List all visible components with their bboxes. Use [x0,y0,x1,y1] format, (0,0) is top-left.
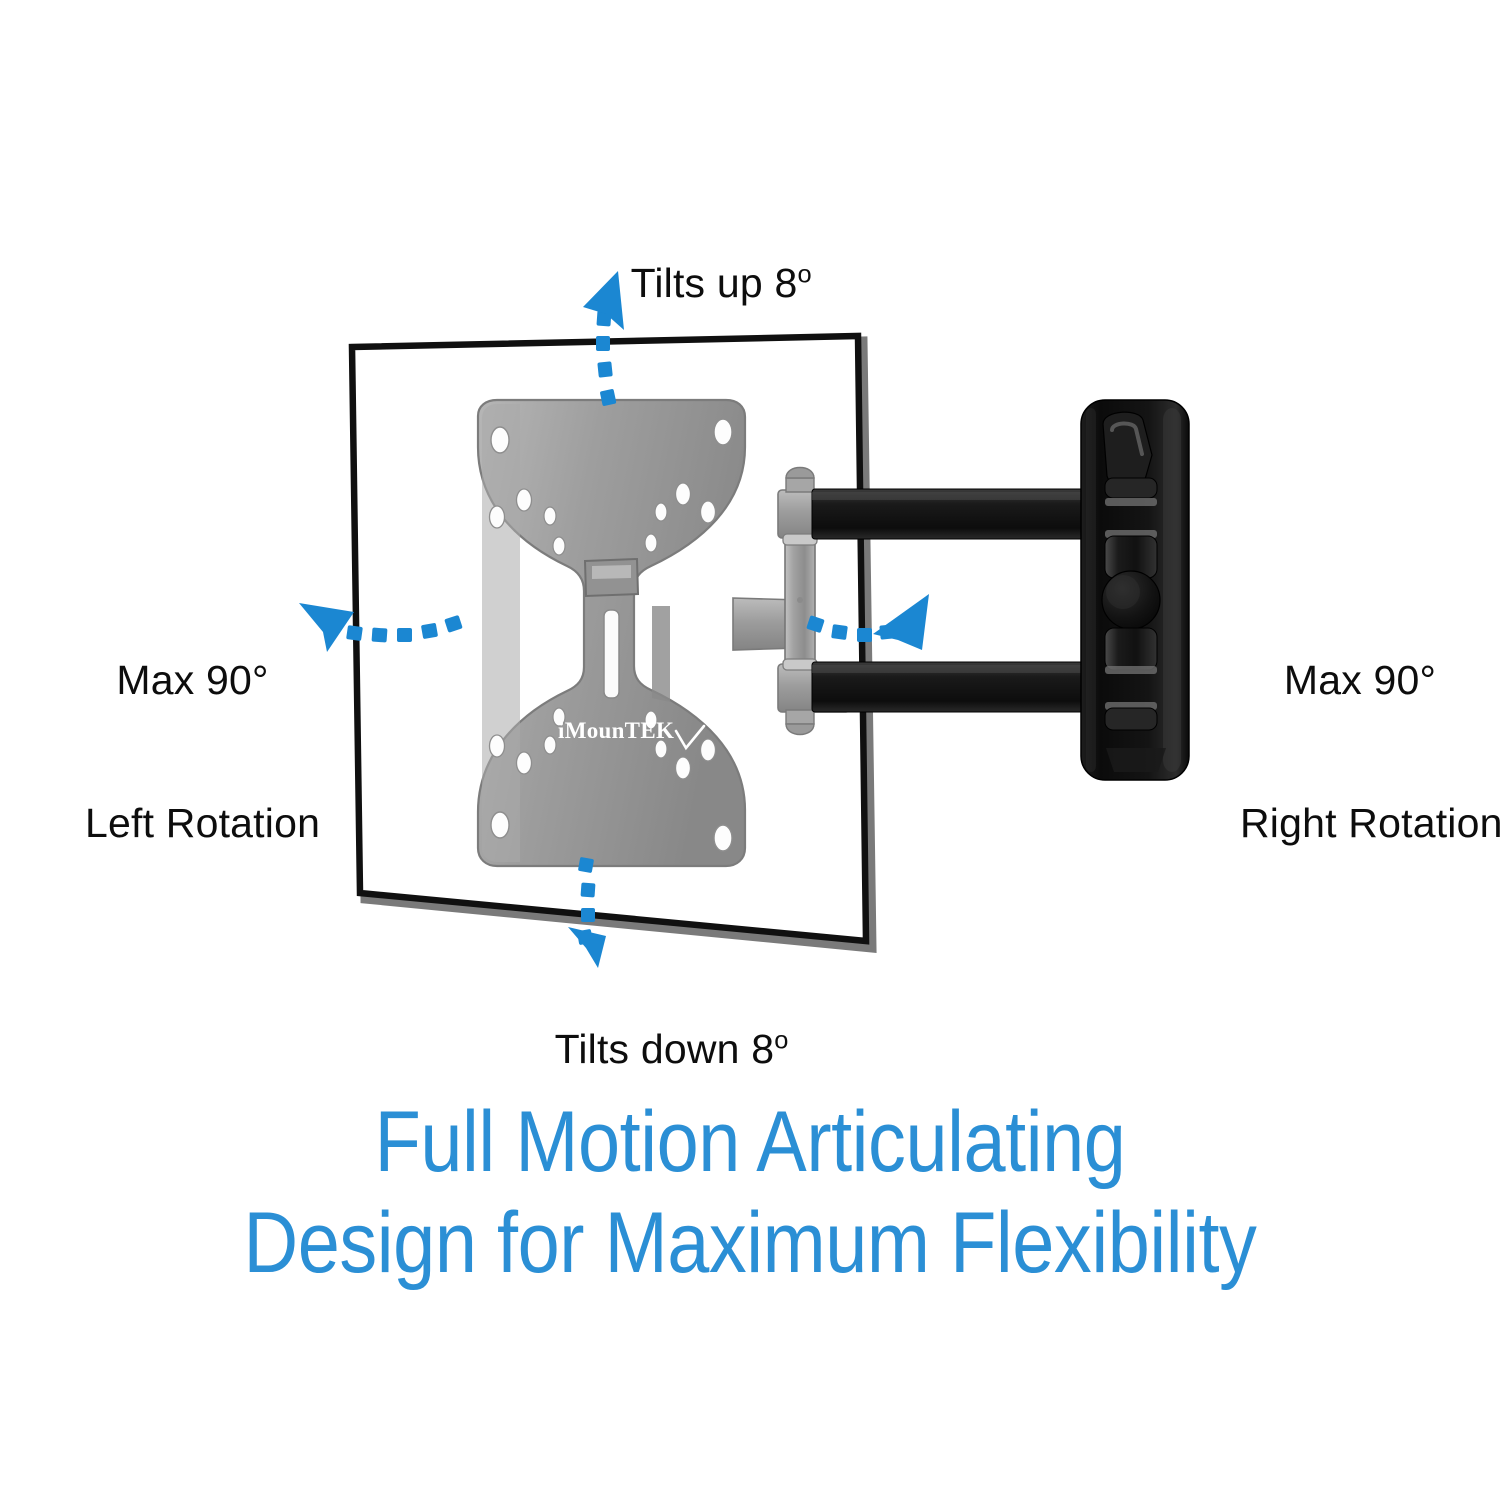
vesa-hole [699,500,717,524]
callout-right-rotation: Max 90° Right Rotation [1240,562,1500,942]
rotate-right-arrow [806,594,929,650]
pivot-barrel-dot [797,597,803,603]
callout-right-rotation-line2: Right Rotation [1240,799,1500,846]
callout-tilt-down: Tilts down 8o [509,978,789,1121]
pivot-barrel-ring-top [782,533,818,546]
wall-plate-center-knob-highlight [1106,575,1140,609]
hinge-washer-lower-2 [1105,702,1157,710]
vesa-hole [644,710,658,730]
vesa-hole [543,506,557,526]
hinge-washer-upper [1105,498,1157,506]
brand-logo-swoosh [674,724,706,751]
vesa-hole-corner-tr [713,418,733,446]
wall-plate-top-knob-highlight [1110,421,1144,456]
vesa-plate-body [476,398,747,868]
hinge-ring-lower-a [1104,707,1158,731]
callout-left-rotation: Max 90° Left Rotation [85,562,321,942]
upper-articulating-arm [811,488,1135,540]
wall-plate-body [1080,399,1190,781]
lower-arm-bar [811,661,1135,713]
wall-plate-top-knob [1102,411,1153,487]
hinge-washer-lower [1105,666,1157,674]
vesa-hole [515,488,533,512]
wall-plate-bevel-left [1086,408,1096,772]
wall-plate-bottom-tail [1106,748,1166,772]
tv-panel-outline [348,332,870,945]
vesa-center-rib [652,606,670,702]
wall-plate-center-knob [1101,570,1161,630]
pivot-upper-stub [777,489,851,539]
vesa-hole [654,739,668,759]
headline: Full Motion Articulating Design for Maxi… [0,1092,1500,1295]
upper-arm-bar [811,488,1135,540]
vesa-hole [674,756,692,780]
vesa-plate-highlight [482,404,520,862]
pivot-barrel [784,535,816,669]
rotate-left-arrowhead [299,603,354,652]
tv-panel-edge [352,336,877,953]
callout-right-rotation-line1: Max 90° [1283,657,1437,704]
vesa-hole [552,707,566,727]
hinge-ring-upper-a [1104,477,1158,499]
pivot-cap-top-dome [785,466,815,479]
pivot-cap-top-body [785,477,815,493]
headline-line-1: Full Motion Articulating [374,1094,1126,1190]
vesa-center-latch [583,557,640,598]
vesa-hole [552,536,566,556]
wall-mount-plate [1080,399,1190,781]
hinge-barrel-upper [1104,535,1158,579]
tv-panel [348,332,877,953]
lower-arm-highlight [812,665,1134,673]
vesa-hole-corner-br [713,824,733,852]
tilt-down-arrowhead [568,927,606,968]
callout-tilt-up: Tilts up 8o [585,212,812,355]
vesa-hole [488,734,506,758]
vesa-hole [674,482,692,506]
wall-plate-bevel [1163,408,1181,772]
swivel-pivot-column [732,466,851,736]
degree-symbol-tilt-up: o [797,259,812,288]
rotate-right-arrowhead [873,594,929,650]
callout-left-rotation-line2: Left Rotation [85,799,321,846]
pivot-cap-bottom-dome [785,723,815,736]
vesa-hole [644,533,658,553]
callout-tilt-down-text: Tilts down 8 [554,1025,775,1072]
pivot-connector-bar [732,597,801,651]
vesa-hole [515,751,533,775]
vesa-hole [543,735,557,755]
vesa-bracket-plate: iMounTEK [476,398,747,868]
tilt-down-arrow [568,857,606,968]
vesa-center-slot [603,609,620,699]
pivot-barrel-ring-bottom [782,658,818,671]
vesa-hole [488,505,506,529]
vesa-center-latch-highlight [592,565,631,579]
brand-logo-text: iMounTEK [558,718,674,743]
rotate-left-arrow [299,603,463,652]
lower-articulating-arm [811,661,1135,713]
hinge-washer-upper-2 [1105,530,1157,538]
pivot-cap-bottom-body [785,709,815,725]
vesa-hole-corner-tl [490,426,510,454]
rotate-right-dashes [806,615,896,642]
brand-logo: iMounTEK [558,718,706,751]
degree-symbol-tilt-down: o [774,1025,789,1054]
vesa-hole-corner-bl [490,811,510,839]
hinge-barrel-lower [1104,627,1158,671]
vesa-hole [654,502,668,522]
tilt-down-dashes [577,857,596,945]
upper-arm-highlight [812,492,1134,500]
headline-line-2: Design for Maximum Flexibility [243,1195,1257,1292]
rotate-left-dashes [346,615,463,643]
callout-tilt-up-text: Tilts up 8 [630,259,798,306]
pivot-lower-stub [777,663,851,713]
vesa-hole [699,738,717,762]
callout-left-rotation-line1: Max 90° [116,657,269,704]
